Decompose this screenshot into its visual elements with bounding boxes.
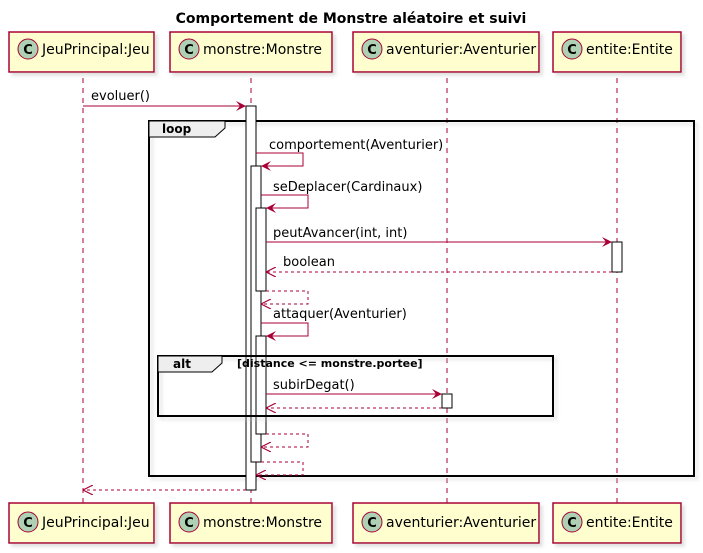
messages: evoluer() comportement(Aventurier) seDep… xyxy=(83,89,612,490)
message-label: seDeplacer(Cardinaux) xyxy=(273,180,422,195)
message-label: attaquer(Aventurier) xyxy=(273,307,407,322)
participant-label: aventurier:Aventurier xyxy=(386,42,536,58)
message-label: evoluer() xyxy=(91,89,150,104)
message-label: boolean xyxy=(283,255,335,270)
participant-label: JeuPrincipal:Jeu xyxy=(41,42,150,58)
participant-label: aventurier:Aventurier xyxy=(386,515,536,531)
activation-monstre-4 xyxy=(255,335,267,435)
class-icon xyxy=(17,511,39,533)
participant-entite-bottom: C entite:Entite xyxy=(552,502,682,544)
message-arrow xyxy=(261,322,309,341)
activation-monstre-2 xyxy=(250,165,262,463)
return-arrow xyxy=(261,290,309,304)
participant-aventurier: C aventurier:Aventurier xyxy=(352,31,540,73)
participant-label: entite:Entite xyxy=(586,515,673,531)
class-icon-letter: C xyxy=(367,516,377,531)
participant-label: entite:Entite xyxy=(586,42,673,58)
class-icon xyxy=(361,511,383,533)
participant-label: JeuPrincipal:Jeu xyxy=(41,515,150,531)
participant-label: monstre:Monstre xyxy=(203,42,322,58)
message-label: subirDegat() xyxy=(273,378,355,393)
class-icon-letter: C xyxy=(184,43,194,58)
participant-aventurier-bottom: C aventurier:Aventurier xyxy=(352,502,540,544)
class-icon-letter: C xyxy=(23,43,33,58)
diagram-title: Comportement de Monstre aléatoire et sui… xyxy=(176,11,527,27)
alt-label: alt xyxy=(173,357,191,371)
class-icon-letter: C xyxy=(367,43,377,58)
class-icon-letter: C xyxy=(184,516,194,531)
participant-monstre-bottom: C monstre:Monstre xyxy=(169,502,333,544)
activation-monstre-3 xyxy=(255,207,267,292)
class-icon-letter: C xyxy=(567,43,577,58)
participant-monstre: C monstre:Monstre xyxy=(169,31,333,73)
message-label: peutAvancer(int, int) xyxy=(273,226,407,241)
class-icon-letter: C xyxy=(567,516,577,531)
participants-top: C JeuPrincipal:Jeu C monstre:Monstre C a… xyxy=(8,31,682,73)
activation-entite xyxy=(611,241,623,273)
participants-bottom: C JeuPrincipal:Jeu C monstre:Monstre C a… xyxy=(8,502,682,544)
message-label: comportement(Aventurier) xyxy=(269,138,443,153)
message-arrow xyxy=(256,152,304,171)
alt-guard: [distance <= monstre.portee] xyxy=(237,357,423,370)
class-icon xyxy=(561,511,583,533)
class-icon xyxy=(17,38,39,60)
return-arrow xyxy=(261,433,309,447)
class-icon xyxy=(361,38,383,60)
alt-fragment: alt [distance <= monstre.portee] xyxy=(157,355,554,417)
return-arrow xyxy=(256,461,304,475)
loop-label: loop xyxy=(162,122,192,136)
participant-jeu: C JeuPrincipal:Jeu xyxy=(8,31,155,73)
loop-fragment: loop xyxy=(148,120,695,477)
participant-label: monstre:Monstre xyxy=(203,515,322,531)
message-arrow xyxy=(261,194,309,213)
activation-aventurier xyxy=(441,393,453,409)
participant-entite: C entite:Entite xyxy=(552,31,682,73)
class-icon xyxy=(178,38,200,60)
class-icon xyxy=(178,511,200,533)
activations xyxy=(245,105,623,491)
participant-jeu-bottom: C JeuPrincipal:Jeu xyxy=(8,502,155,544)
class-icon-letter: C xyxy=(23,516,33,531)
class-icon xyxy=(561,38,583,60)
